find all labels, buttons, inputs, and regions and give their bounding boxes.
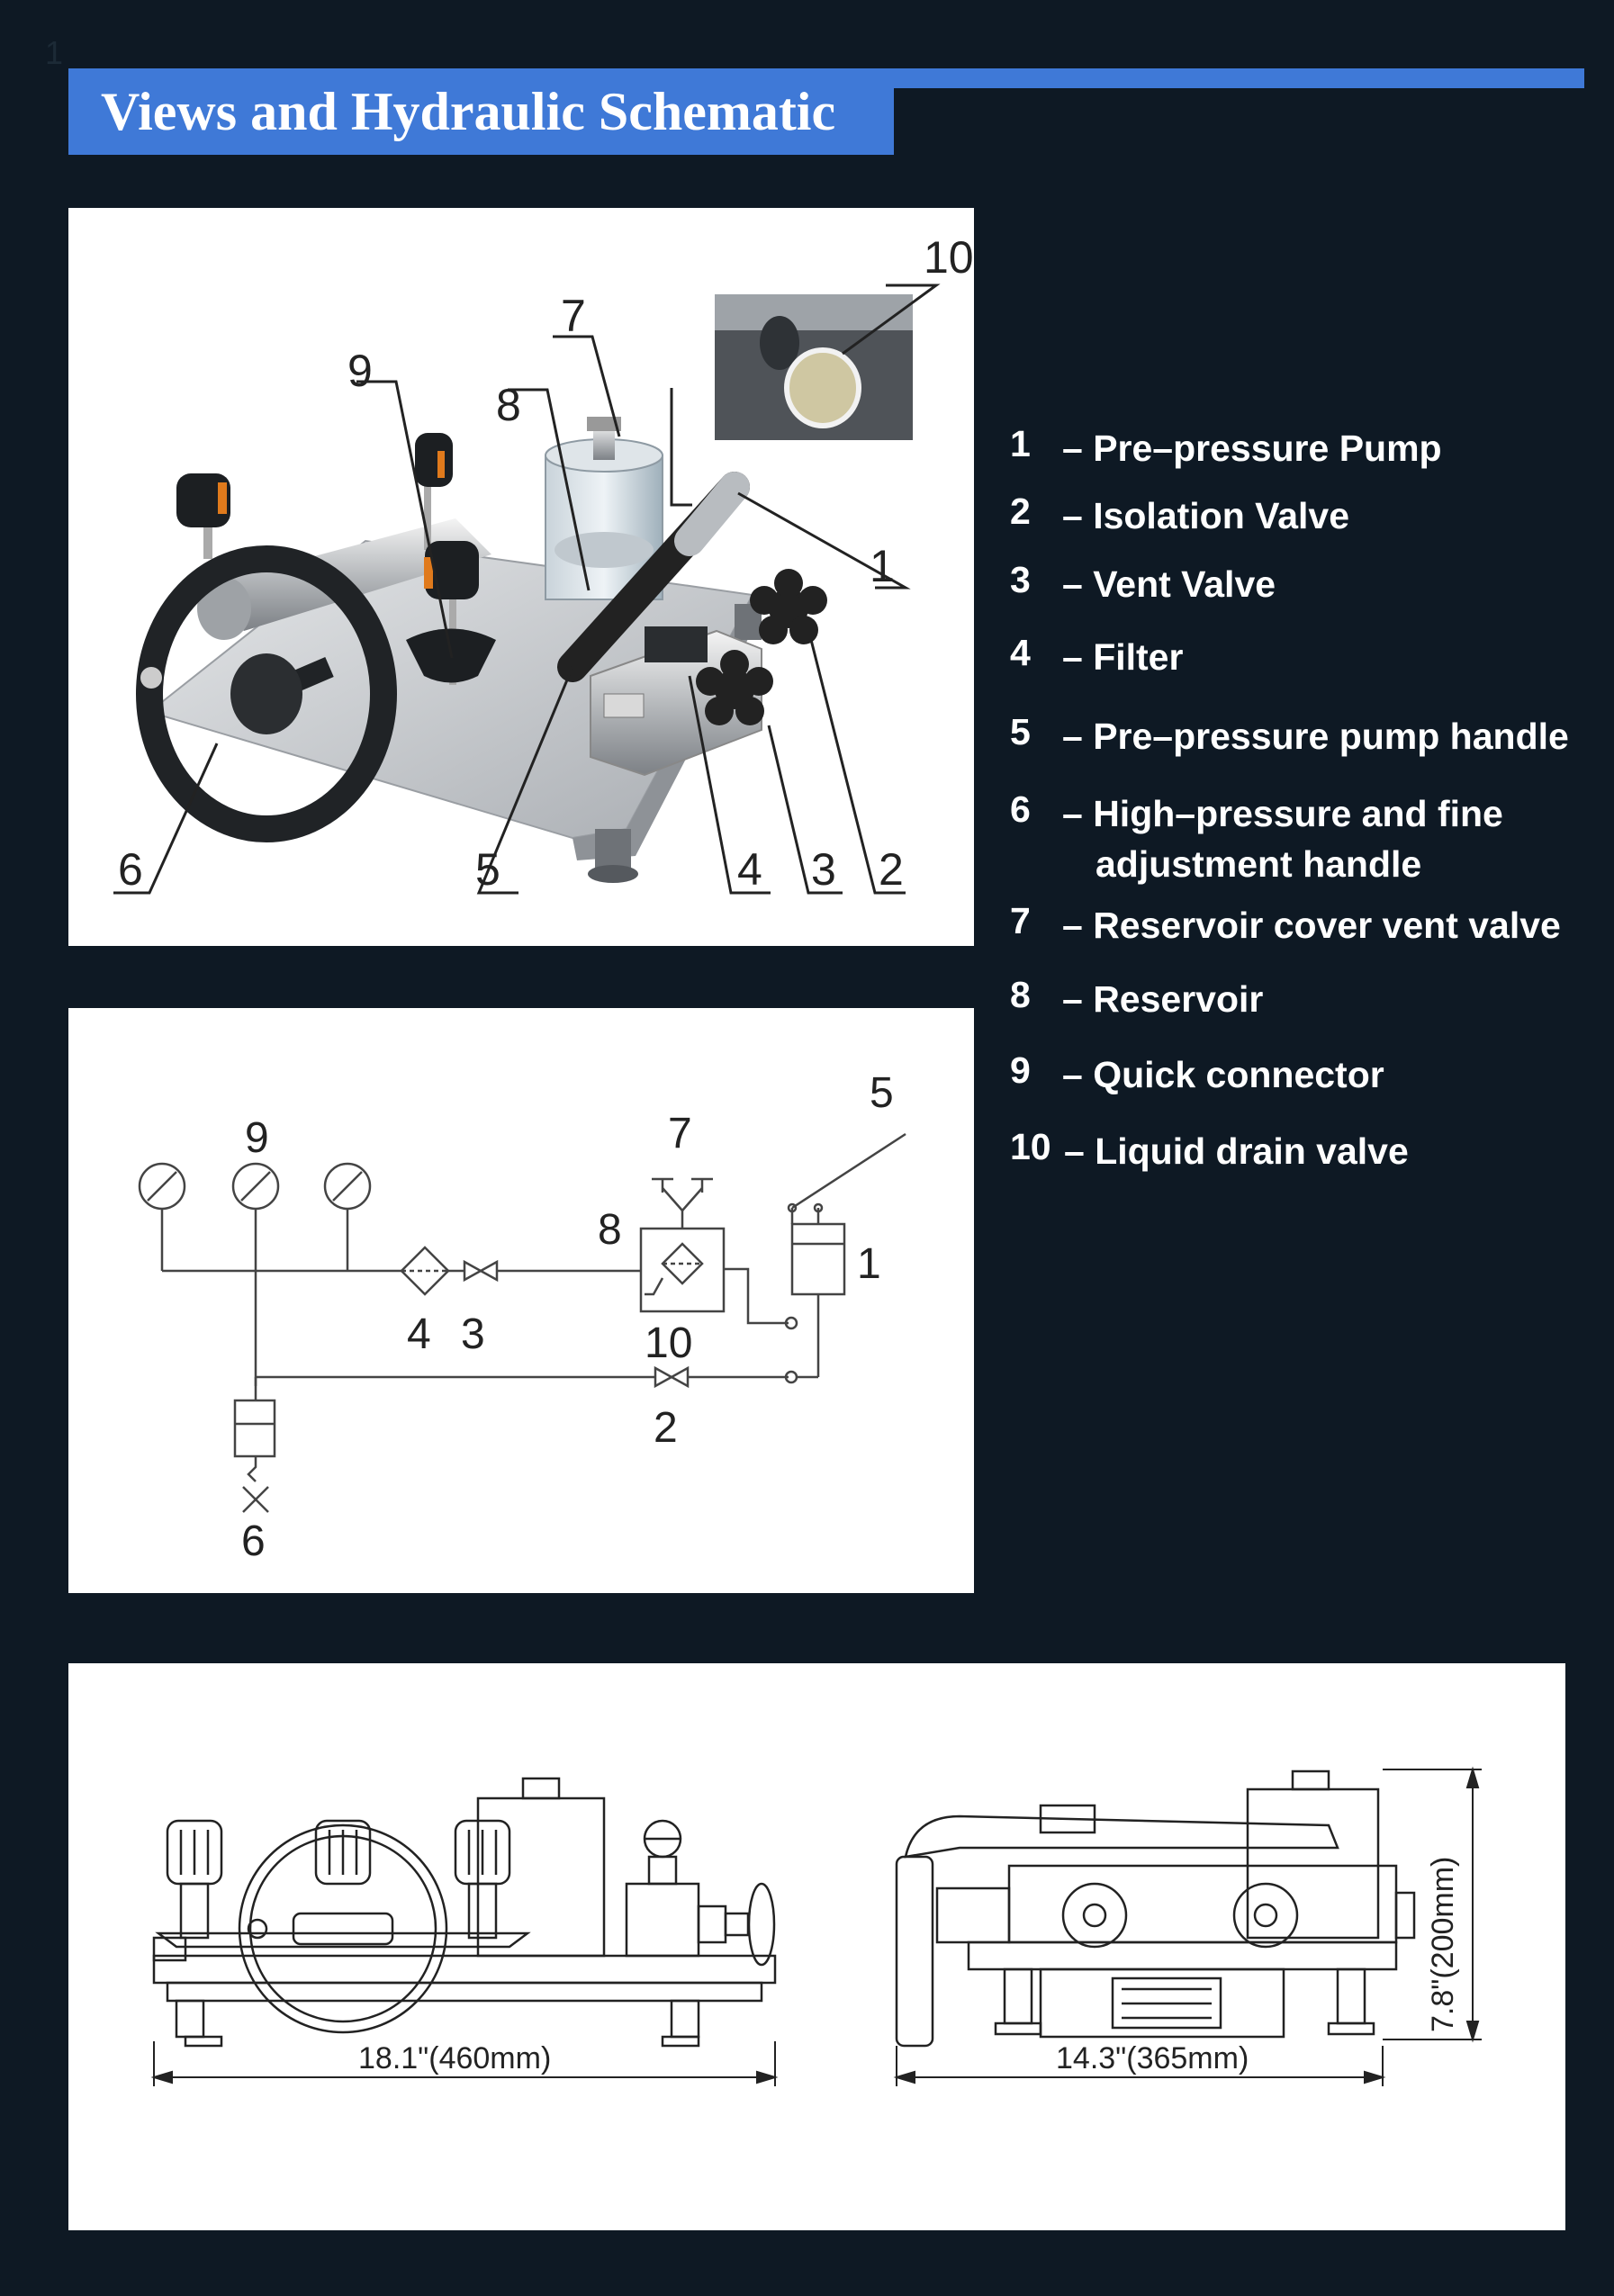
- schematic-label-7: 7: [668, 1110, 692, 1157]
- schematic-label-10: 10: [645, 1319, 692, 1367]
- schematic-label-1: 1: [857, 1240, 881, 1288]
- callout-6: 6: [118, 844, 143, 895]
- side-width-dimension: 14.3"(365mm): [1056, 2041, 1249, 2075]
- callout-9: 9: [347, 346, 373, 396]
- callout-5: 5: [475, 844, 500, 895]
- side-view-drawing: [895, 1769, 1416, 2048]
- schematic-label-3: 3: [461, 1310, 485, 1358]
- front-view-drawing: [152, 1777, 777, 2048]
- schematic-label-4: 4: [407, 1310, 431, 1358]
- schematic-label-8: 8: [598, 1206, 622, 1254]
- hydraulic-schematic: 9 7 8 5 1 4 3 10 2 6: [138, 1069, 906, 1565]
- product-photo-panel: 10 7 8 9 1 2 3 4 5 6: [68, 208, 974, 946]
- callout-10: 10: [924, 232, 974, 283]
- schematic-label-2: 2: [654, 1404, 678, 1452]
- hydraulic-schematic-panel: 9 7 8 5 1 4 3 10 2 6: [68, 1008, 974, 1593]
- callout-4: 4: [737, 844, 762, 895]
- dimensions-panel: 18.1"(460mm) 14.3"(365mm) 7.8"(200mm): [68, 1663, 1565, 2230]
- schematic-label-5: 5: [870, 1069, 894, 1117]
- front-width-dimension: 18.1"(460mm): [358, 2041, 551, 2075]
- dimension-drawings: 18.1"(460mm) 14.3"(365mm) 7.8"(200mm): [150, 1766, 1482, 2086]
- callout-2: 2: [879, 844, 904, 895]
- schematic-label-6: 6: [241, 1517, 266, 1565]
- page-title: Views and Hydraulic Schematic: [68, 68, 894, 155]
- schematic-label-9: 9: [245, 1114, 269, 1162]
- callout-7: 7: [561, 291, 586, 341]
- callout-1: 1: [870, 541, 895, 591]
- callout-3: 3: [811, 844, 836, 895]
- callout-8: 8: [496, 380, 521, 430]
- product-illustration: 10 7 8 9 1 2 3 4 5 6: [113, 232, 974, 895]
- page-number: 1: [45, 34, 64, 71]
- height-dimension: 7.8"(200mm): [1426, 1857, 1460, 2032]
